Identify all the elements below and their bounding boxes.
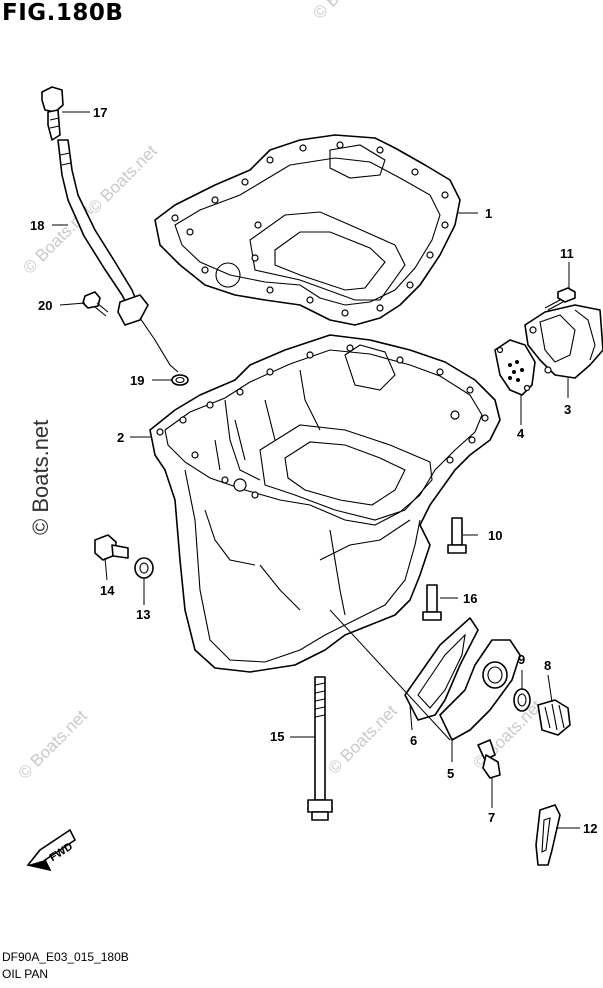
- fwd-arrow-icon: FWD: [26, 828, 77, 872]
- callout-13: 13: [136, 607, 150, 622]
- oil-pan-part-2: [149, 334, 501, 673]
- watermark: © Boats.net: [84, 141, 161, 218]
- callout-2: 2: [117, 430, 124, 445]
- dipstick-tube-part-18: [57, 139, 179, 373]
- strainer-part-3: [524, 304, 603, 379]
- callout-20: 20: [38, 298, 52, 313]
- bolt-part-20: [82, 291, 109, 317]
- plug-part-8: [537, 699, 571, 736]
- leader-lines: [52, 111, 580, 829]
- clip-part-12: [535, 804, 561, 866]
- callout-1: 1: [485, 206, 492, 221]
- figure-title: FIG.180B: [2, 0, 124, 26]
- gasket-part-6: [404, 617, 479, 721]
- callout-5: 5: [447, 766, 454, 781]
- callout-16: 16: [463, 591, 477, 606]
- drain-plug-part-14: [94, 534, 129, 561]
- callout-4: 4: [517, 426, 525, 441]
- o-ring-part-19: [171, 374, 189, 386]
- watermark: © Boats.net: [459, 0, 536, 4]
- long-bolt-part-15: [307, 676, 333, 821]
- bolt-part-16: [422, 584, 442, 621]
- callout-19: 19: [130, 373, 144, 388]
- watermark: © Boats.net: [14, 706, 91, 783]
- gasket-part-1: [154, 134, 461, 326]
- bolt-part-10: [447, 517, 467, 554]
- callout-9: 9: [518, 652, 525, 667]
- gasket-part-4: [494, 339, 536, 396]
- dipstick-part-17: [41, 86, 64, 141]
- bolt-part-7: [477, 739, 501, 779]
- callout-3: 3: [564, 402, 571, 417]
- callout-17: 17: [93, 105, 107, 120]
- figure-name: OIL PAN: [2, 967, 49, 981]
- callout-7: 7: [488, 810, 495, 825]
- callouts: 17 18 20 19 2 1 11 3 4 10 16 14 13 15 6 …: [30, 105, 597, 836]
- callout-15: 15: [270, 729, 284, 744]
- callout-10: 10: [488, 528, 502, 543]
- callout-14: 14: [100, 583, 115, 598]
- watermark: © Boats.net: [324, 701, 401, 778]
- callout-11: 11: [560, 246, 574, 261]
- watermark: © Boats.net: [309, 0, 386, 23]
- watermark-vertical: © Boats.net: [28, 420, 53, 535]
- callout-12: 12: [583, 821, 597, 836]
- callout-18: 18: [30, 218, 44, 233]
- callout-8: 8: [544, 658, 551, 673]
- cover-part-5: [439, 639, 521, 741]
- washer-part-13: [134, 557, 154, 579]
- o-ring-part-9: [513, 688, 531, 712]
- figure-code: DF90A_E03_015_180B: [2, 950, 129, 964]
- bolt-part-11: [544, 287, 576, 311]
- callout-6: 6: [410, 733, 417, 748]
